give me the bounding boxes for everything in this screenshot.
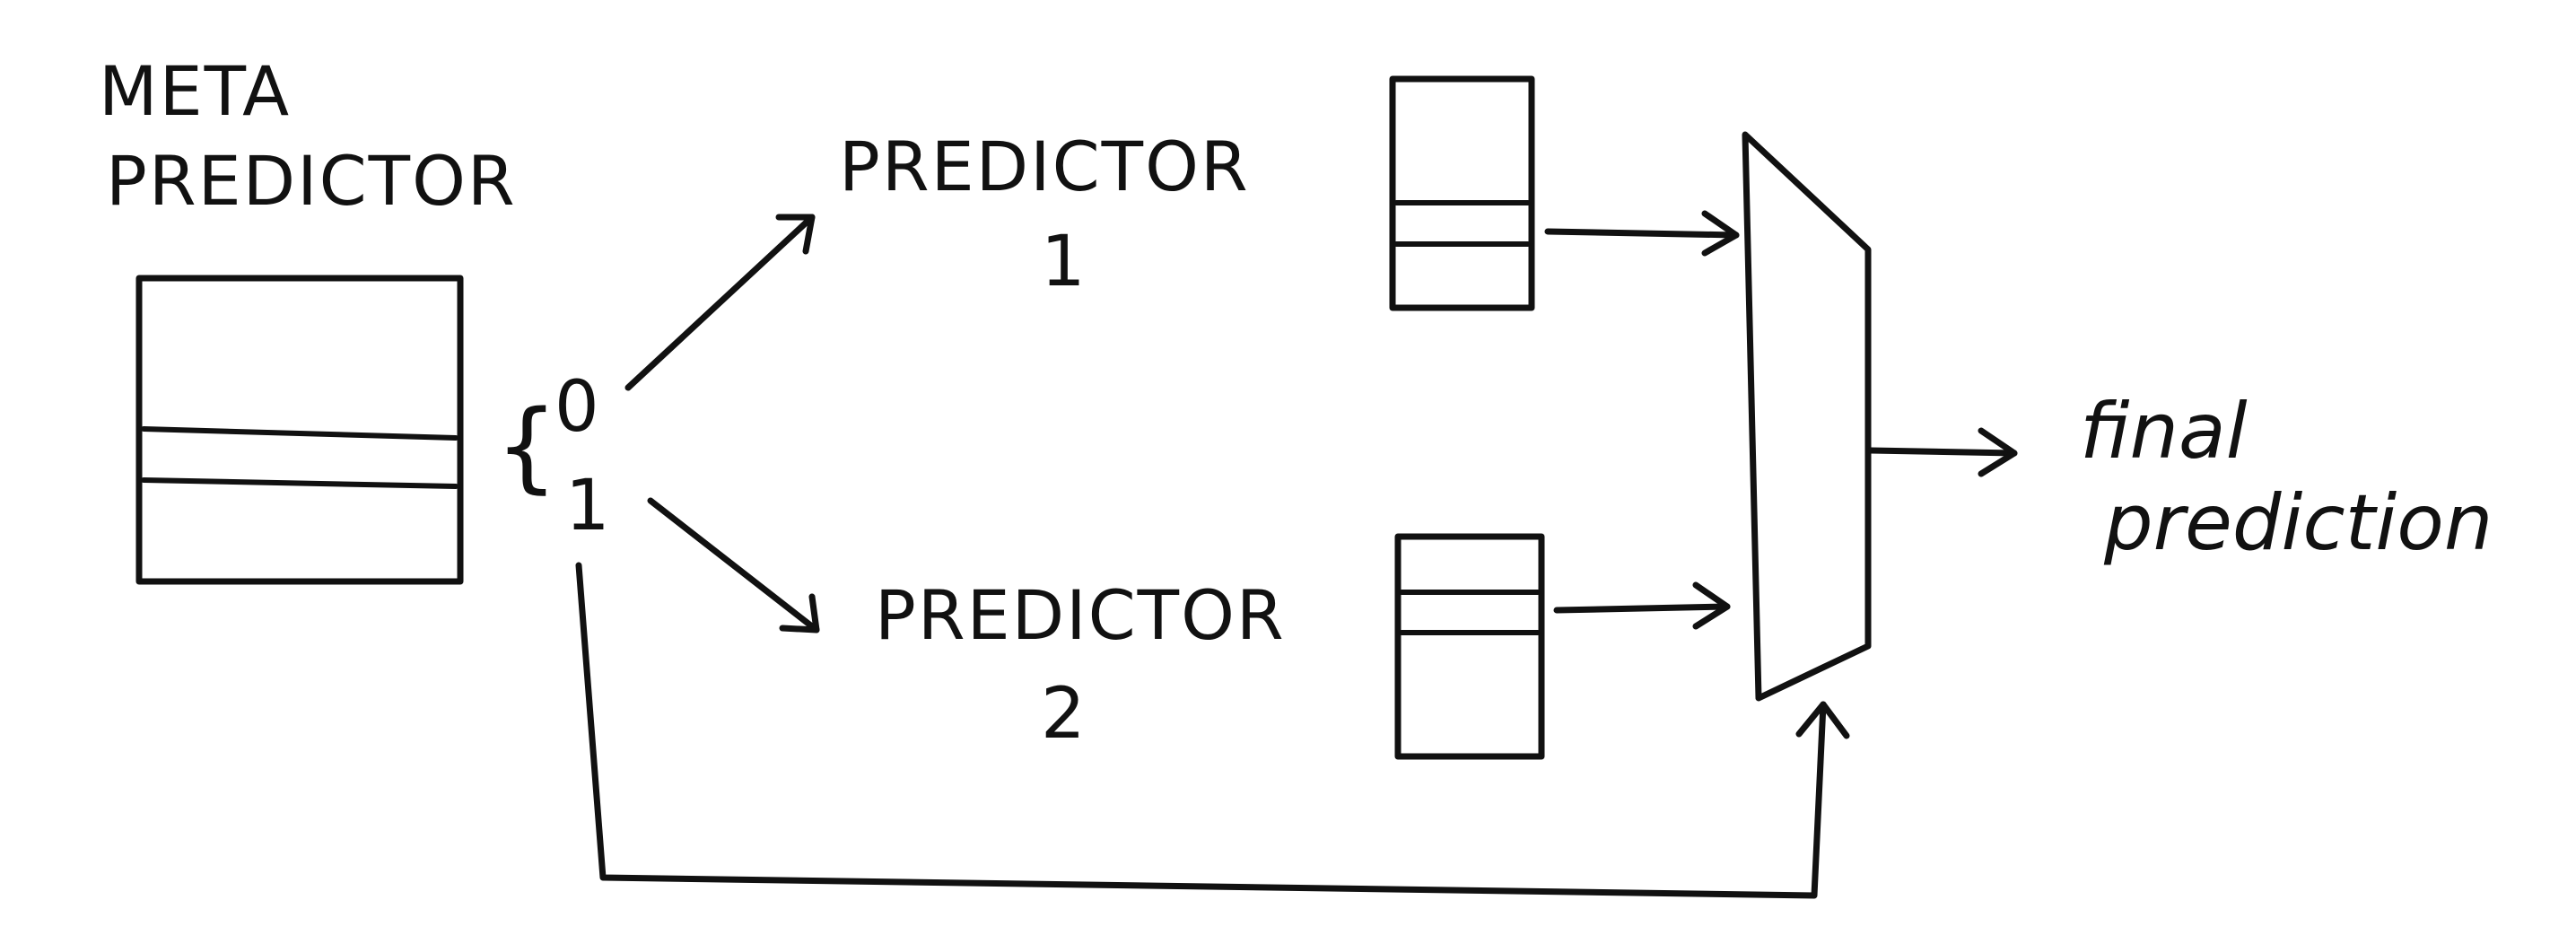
selector-brace: { xyxy=(495,389,558,503)
multiplexer xyxy=(1742,131,1872,702)
arrow-mux-to-output xyxy=(1867,427,2018,477)
predictor-2-label-line1: PREDICTOR xyxy=(875,575,1286,655)
selector-bit-1: 1 xyxy=(565,466,610,546)
selector-feedback-line xyxy=(575,562,1850,899)
final-prediction-label-line2: prediction xyxy=(2103,478,2493,568)
arrow-predictor-2-to-mux xyxy=(1553,581,1731,630)
arrow-to-predictor-2 xyxy=(647,497,820,634)
predictor-2-label-line2: 2 xyxy=(1041,674,1086,755)
predictor-2-table xyxy=(1394,533,1545,760)
selector-bit-0: 0 xyxy=(554,367,599,448)
meta-predictor-table xyxy=(135,275,464,585)
predictor-1-table xyxy=(1389,75,1535,311)
arrow-predictor-1-to-mux xyxy=(1544,210,1740,257)
meta-predictor-title-line2: PREDICTOR xyxy=(106,141,517,221)
predictor-1-label-line2: 1 xyxy=(1041,222,1086,302)
final-prediction-label-line1: final xyxy=(2080,387,2248,476)
predictor-1-label-line1: PREDICTOR xyxy=(839,127,1250,206)
meta-predictor-title-line1: META xyxy=(99,51,291,131)
arrow-to-predictor-1 xyxy=(624,214,816,391)
